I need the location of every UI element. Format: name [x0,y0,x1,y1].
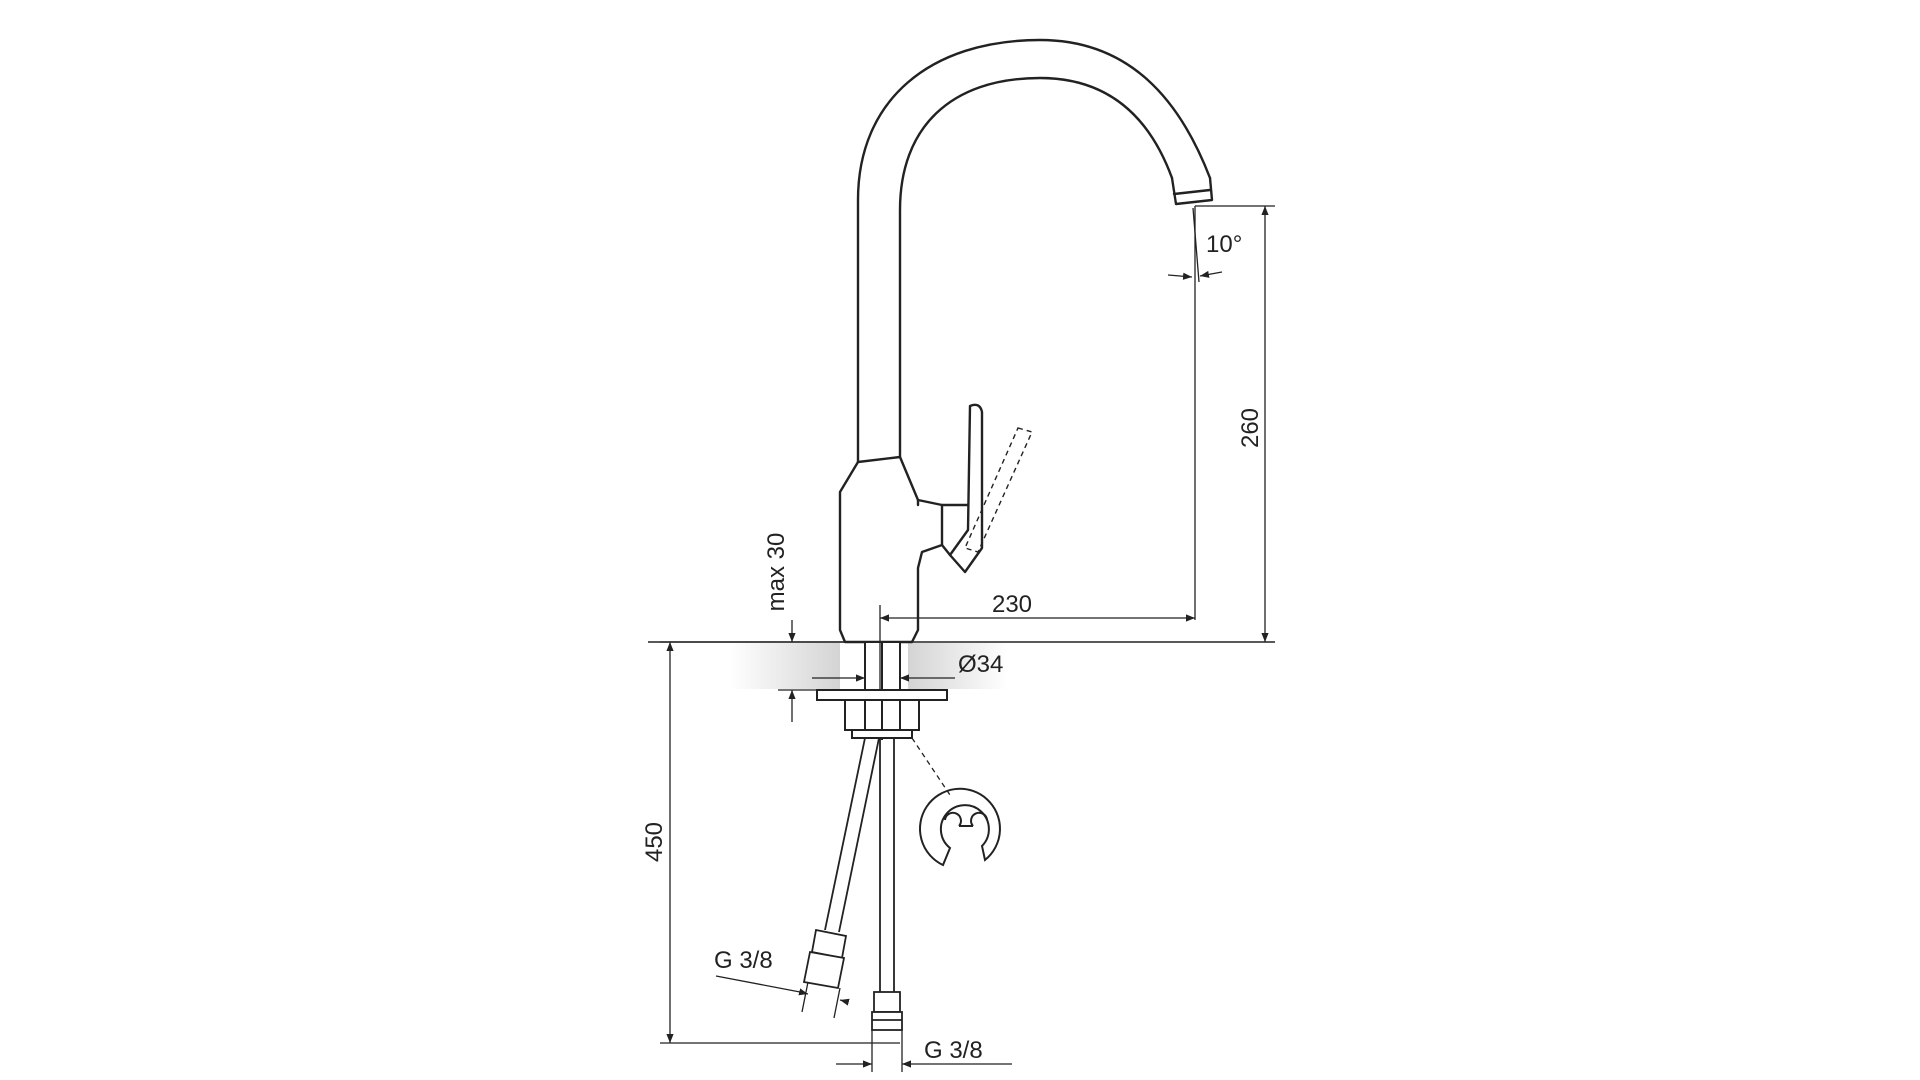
hose-right [879,738,895,992]
label-260: 260 [1237,408,1264,448]
label-10deg: 10° [1206,231,1242,258]
faucet-body [838,38,1214,644]
horseshoe-washer [919,787,1001,867]
mounting-hardware [816,641,948,740]
label-diameter-34: Ø34 [958,651,1003,678]
label-max30: max 30 [763,533,790,612]
dimension-lines [660,205,1275,1072]
label-230: 230 [992,591,1032,618]
spout-inner [898,76,1174,459]
label-450: 450 [641,822,668,862]
label-thread-left: G 3/8 [714,947,773,974]
lever-handle [948,403,984,574]
washer-leader [911,737,951,796]
spout-outer [856,38,1212,464]
lever-open-position [964,427,1033,553]
dimension-labels: 260 10° 230 max 30 Ø34 450 G 3/8 G 3/8 [641,231,1264,1064]
supply-hoses [802,737,903,1031]
label-thread-right: G 3/8 [924,1037,983,1064]
mixer-body [838,455,944,644]
hose-left [824,737,880,933]
